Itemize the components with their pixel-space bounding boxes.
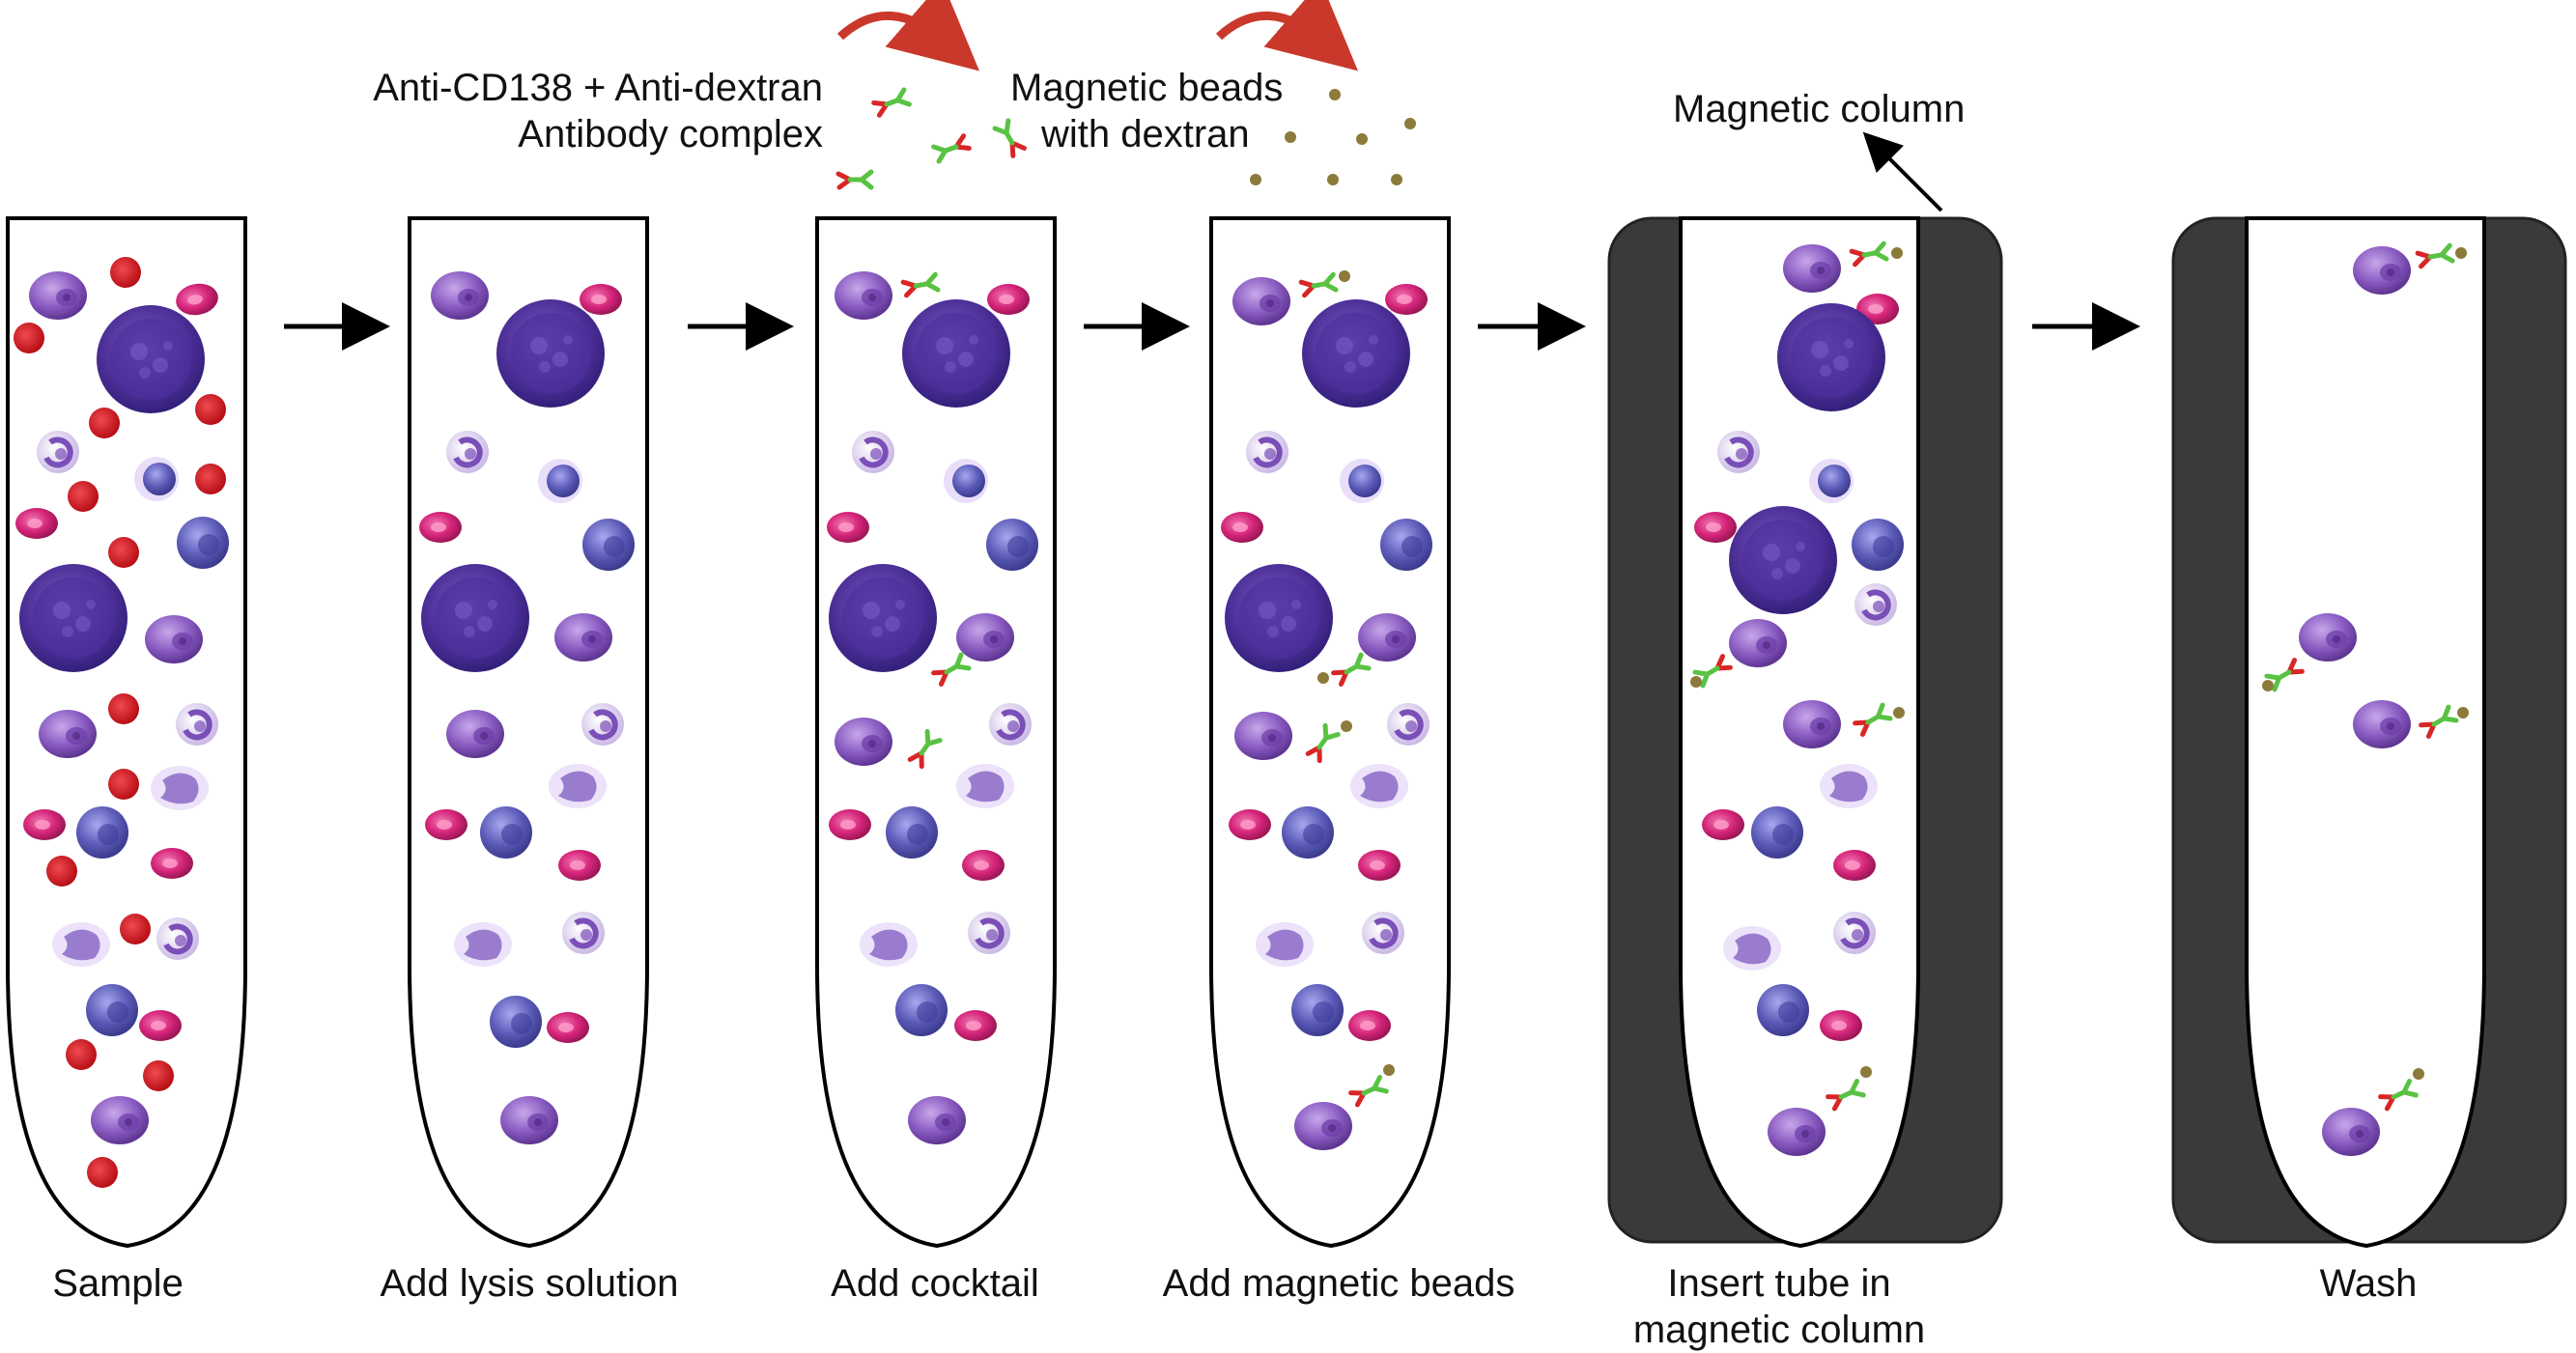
step-label-wash: Wash: [2320, 1262, 2418, 1305]
step-label-insert-line1: Insert tube in: [1667, 1262, 1890, 1305]
step-label-sample: Sample: [52, 1262, 184, 1305]
tube-1: [6, 216, 247, 1249]
beads-label-line1: Magnetic beads: [1010, 67, 1283, 109]
free-antibodies: [838, 90, 1025, 187]
step-label-insert-line2: magnetic column: [1633, 1309, 1925, 1351]
tube-4: [1209, 216, 1451, 1249]
step-label-cocktail: Add cocktail: [831, 1262, 1039, 1305]
magnetic-column-pointer: [1862, 131, 1943, 212]
step-label-beads: Add magnetic beads: [1163, 1262, 1515, 1305]
antibody-label-line2: Antibody complex: [518, 113, 823, 155]
step-label-lysis: Add lysis solution: [380, 1262, 678, 1305]
curved-arrow-antibody: [836, 0, 980, 71]
tube-3: [815, 216, 1057, 1249]
antibody-label-line1: Anti-CD138 + Anti-dextran: [373, 67, 823, 109]
beads-label-line2: with dextran: [1040, 113, 1250, 155]
curved-arrow-beads: [1215, 0, 1359, 71]
tube-2: [408, 216, 649, 1249]
magnetic-column-label: Magnetic column: [1673, 88, 1965, 130]
